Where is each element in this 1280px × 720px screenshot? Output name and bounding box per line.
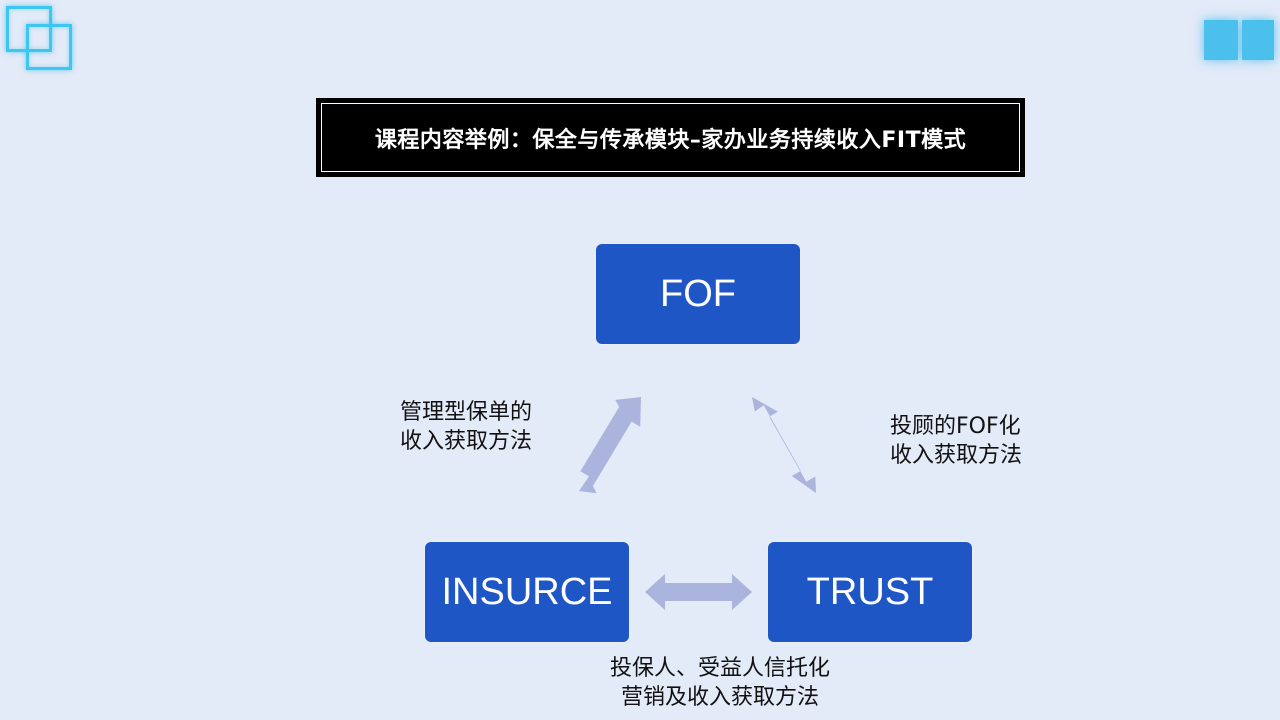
overlapping-squares-icon [0,0,80,80]
label-fof-trust: 投顾的FOF化 收入获取方法 [890,412,1022,470]
label-insurance-fof-line2: 收入获取方法 [400,429,533,454]
node-fof: FOF [595,243,801,345]
label-fof-trust-line1: 投顾的FOF化 [890,414,1021,439]
deco-square-back [6,6,52,52]
deco-block-left [1204,20,1238,60]
label-insurance-trust-line1: 投保人、受益人信托化 [609,656,830,681]
node-trust-label: TRUST [806,570,934,613]
node-fof-label: FOF [660,272,736,315]
label-fof-trust-line2: 收入获取方法 [890,443,1023,468]
glowing-blocks-icon [1204,8,1280,72]
node-insurance: INSURCE [424,541,630,643]
node-insurance-label: INSURCE [441,570,613,613]
double-arrow-insurance-trust [645,574,752,610]
label-insurance-trust: 投保人、受益人信托化 营销及收入获取方法 [540,654,900,712]
label-insurance-trust-line2: 营销及收入获取方法 [620,685,819,710]
page-title: 课程内容举例：保全与传承模块–家办业务持续收入FIT模式 [374,127,967,153]
node-trust: TRUST [767,541,973,643]
label-insurance-fof: 管理型保单的 收入获取方法 [400,398,532,456]
double-arrow-insurance-fof [579,397,641,494]
label-insurance-fof-line1: 管理型保单的 [400,400,533,425]
title-banner: 课程内容举例：保全与传承模块–家办业务持续收入FIT模式 [316,98,1025,177]
double-arrow-fof-trust [752,397,816,493]
deco-block-right [1242,20,1274,60]
deco-square-front [26,24,72,70]
